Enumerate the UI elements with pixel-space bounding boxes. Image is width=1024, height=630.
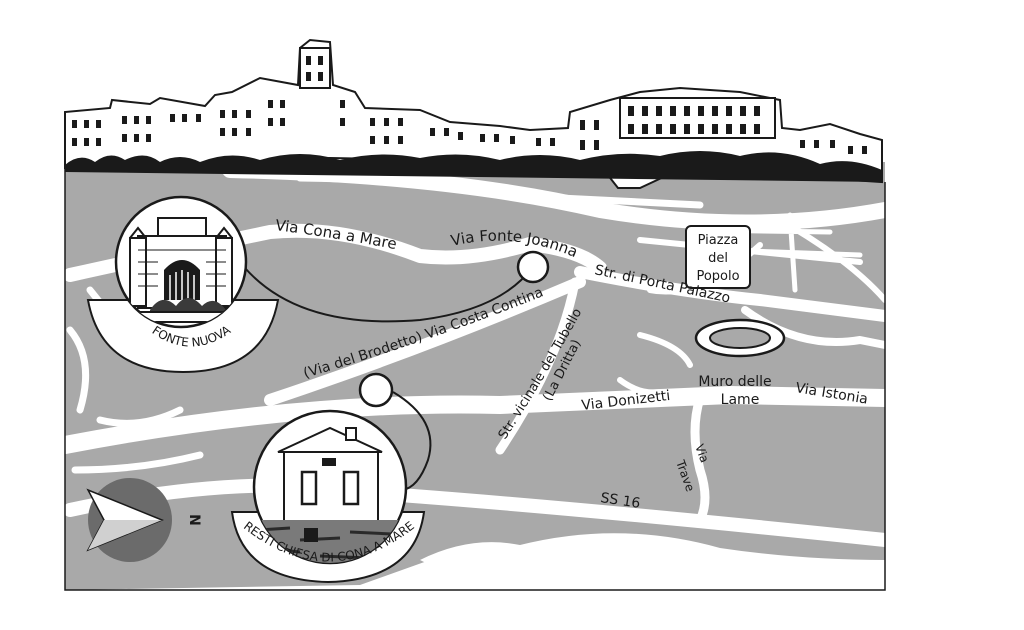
label-ss16: SS 16 bbox=[599, 490, 641, 512]
road-costa-contina bbox=[264, 276, 586, 406]
road-via-trave bbox=[690, 393, 710, 525]
road-small-link bbox=[617, 332, 693, 396]
road-ring-east bbox=[741, 306, 889, 349]
fonte-joanna-marker bbox=[516, 250, 550, 284]
road-lower-diagonal bbox=[63, 478, 892, 547]
shoreline bbox=[420, 533, 885, 590]
piazza-label-1: Piazza bbox=[698, 233, 739, 248]
label-muro-delle-lame-1: Muro delle bbox=[698, 374, 771, 390]
road-top-upper bbox=[296, 174, 704, 209]
label-via-trave-1: Via bbox=[692, 442, 712, 464]
road-main-diagonal bbox=[56, 386, 894, 454]
piazza-label-3: Popolo bbox=[696, 269, 739, 284]
label-muro-delle-lame-2: Lame bbox=[721, 392, 760, 408]
fonte-nuova-medallion: FONTE NUOVA bbox=[86, 195, 280, 374]
town-skyline-illustration bbox=[64, 38, 883, 189]
piazza-label-2: del bbox=[708, 251, 728, 266]
fountain-illustration bbox=[117, 217, 246, 323]
map-frame bbox=[64, 162, 886, 591]
north-arrow-icon: N bbox=[86, 478, 202, 562]
muro-delle-lame-inner bbox=[709, 327, 771, 349]
chiesa-connector bbox=[392, 391, 432, 491]
piazza-del-popolo-box bbox=[685, 225, 751, 289]
resti-chiesa-medallion: RESTI CHIESA DI CONA A MARE bbox=[230, 409, 426, 584]
fonte-connector bbox=[244, 267, 533, 323]
north-label: N bbox=[186, 514, 202, 526]
cona-a-mare-marker bbox=[358, 372, 394, 408]
road-tubello bbox=[495, 277, 580, 455]
